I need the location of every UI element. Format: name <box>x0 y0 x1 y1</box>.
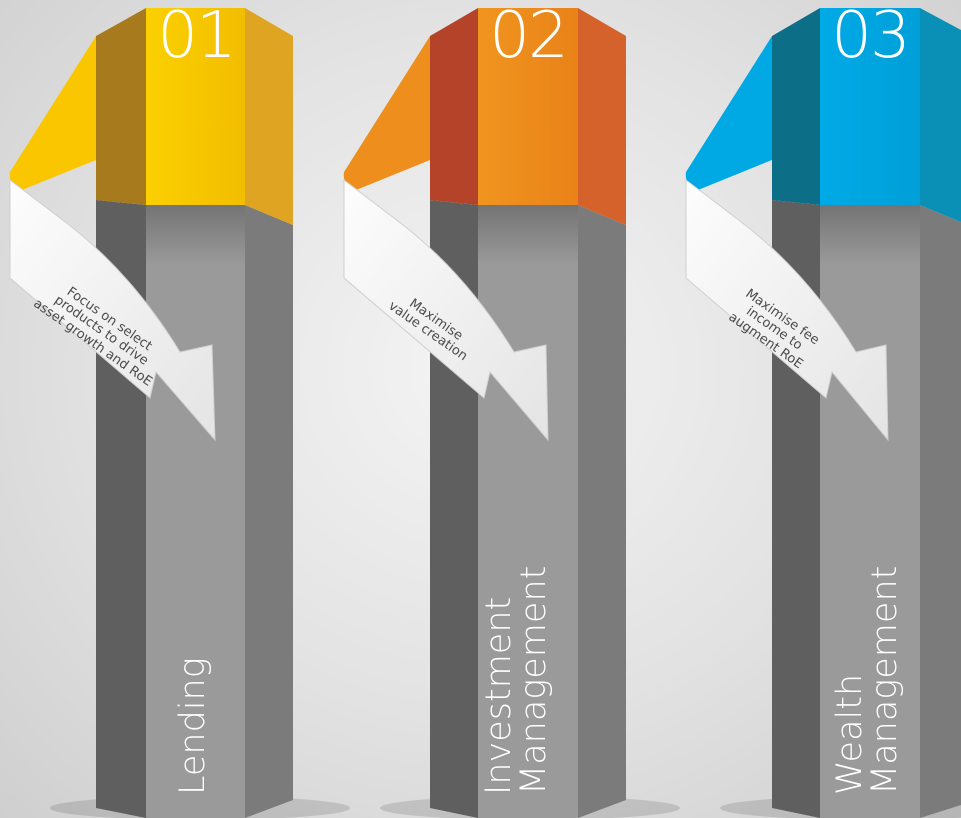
pillar-3-ribbon-tip <box>685 36 772 190</box>
pillar-3-arrow <box>685 178 889 442</box>
pillar-2-ribbon-tip <box>343 36 430 190</box>
pillar-1-arrow <box>9 178 216 442</box>
pillar-3-cap-front <box>820 8 920 205</box>
pillar-2-number: 02 <box>489 0 568 73</box>
pillar-1-cap-front <box>146 8 245 205</box>
pillar-1-cap-left <box>96 8 146 205</box>
pillar-1-ribbon-tip <box>9 36 96 190</box>
pillar-2-cap-left <box>430 8 478 205</box>
pillar-3-right-face <box>920 205 961 818</box>
pillar-2-right-face <box>578 205 626 818</box>
pillar-1-cap-right <box>245 8 293 225</box>
pillar-3-title: Wealth Management <box>830 565 905 795</box>
pillar-1-number: 01 <box>157 0 236 73</box>
pillar-2-cap-right <box>578 8 626 225</box>
pillar-3-number: 03 <box>831 0 910 73</box>
pillar-2-cap-front <box>478 8 578 205</box>
pillar-3-cap-left <box>772 8 820 205</box>
pillar-2-arrow <box>343 178 549 442</box>
pillar-1-right-face <box>245 205 293 818</box>
pillar-3-cap-right <box>920 8 961 222</box>
